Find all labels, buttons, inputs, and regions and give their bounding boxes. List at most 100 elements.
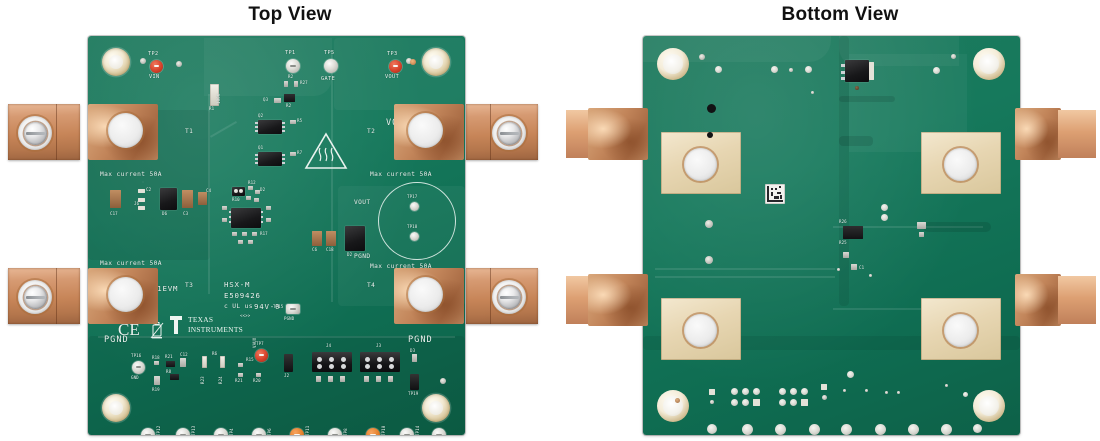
- trace: [833, 226, 983, 228]
- control-section-plane: [88, 336, 465, 435]
- ic-lead: [255, 126, 258, 128]
- via: [885, 391, 888, 394]
- terminal-screw-t4[interactable]: [498, 286, 521, 309]
- datamatrix-label: [765, 184, 785, 204]
- test-point-tp14[interactable]: [400, 428, 414, 435]
- silk-max-current-1: Max current 50A: [100, 171, 162, 178]
- test-point-tp13[interactable]: [176, 428, 190, 435]
- silk-ref-tp4: TP4: [229, 428, 234, 435]
- silk-manufacturer-code: HSX-M: [224, 280, 251, 289]
- silk-ref-r20: R21: [235, 378, 243, 383]
- busbar-tab-bl2: [566, 276, 590, 324]
- silk-label-tp2: VIN: [149, 74, 160, 80]
- test-point-tp6[interactable]: [252, 428, 266, 435]
- silk-max-current-4: Max current 50A: [370, 263, 432, 270]
- component-chip: [328, 376, 333, 382]
- plated-through-hole: [908, 424, 919, 435]
- silk-ref-d2b: D2: [347, 252, 353, 257]
- header-pin: [377, 364, 382, 369]
- silk-label-pgnd-left: PGND: [104, 335, 129, 345]
- plated-hole: [801, 388, 808, 395]
- component-chip: [166, 361, 175, 367]
- component-r2: [284, 94, 295, 102]
- plated-hole: [742, 399, 749, 406]
- busbar-tab-br2: [1058, 276, 1096, 324]
- test-point-tp2[interactable]: [150, 60, 163, 73]
- connector-j4[interactable]: [312, 352, 352, 372]
- component-chip: [290, 152, 296, 156]
- test-point-tp11[interactable]: [290, 428, 304, 435]
- connector-j1[interactable]: [410, 374, 419, 390]
- terminal-screw-t1[interactable]: [24, 122, 47, 145]
- test-point-tp7[interactable]: [255, 349, 268, 362]
- silk-label-pgnd-right: PGND: [408, 335, 433, 345]
- plated-hole: [881, 214, 888, 221]
- header-pin: [329, 357, 334, 362]
- silk-ref-tp15: TP15: [273, 304, 284, 309]
- silk-ref-tp6: TP6: [267, 428, 272, 435]
- mounting-hole: [102, 394, 130, 422]
- connector-j2[interactable]: [284, 354, 293, 372]
- ic-lead: [255, 162, 258, 164]
- terminal-pad: [944, 314, 977, 347]
- test-point-tp17[interactable]: [410, 202, 419, 211]
- test-point-tp8[interactable]: [328, 428, 342, 435]
- terminal-screw-t2[interactable]: [498, 122, 521, 145]
- trace: [331, 52, 333, 302]
- test-point-tp4[interactable]: [214, 428, 228, 435]
- silk-rohs-mark: <<>>: [240, 313, 251, 318]
- terminal-pad: [684, 148, 717, 181]
- ti-logo-icon: [168, 315, 184, 340]
- silk-ref-r25: R25: [839, 240, 847, 245]
- test-point-tp10[interactable]: [366, 428, 380, 435]
- silk-ref-r29: D3: [410, 348, 416, 353]
- test-point-tp16[interactable]: [132, 361, 145, 374]
- component-chip: [154, 361, 159, 365]
- silk-ref-r15: R15: [246, 357, 254, 362]
- plated-hole: [881, 204, 888, 211]
- silk-ref-tp3: TP3: [387, 51, 398, 57]
- terminal-screw-t3[interactable]: [24, 286, 47, 309]
- test-point-tp15[interactable]: [286, 304, 300, 314]
- test-point-tp1[interactable]: [286, 59, 300, 73]
- test-point-tp3[interactable]: [389, 60, 402, 73]
- silk-max-current-2: Max current 50A: [100, 260, 162, 267]
- silk-ref-tp5: TP5: [324, 50, 335, 56]
- silk-label-tp16: GND: [131, 375, 139, 380]
- silk-ref-tp16: TP16: [131, 353, 142, 358]
- component-chip: [254, 198, 259, 202]
- test-point-tp12[interactable]: [141, 428, 155, 435]
- component-pin: [239, 189, 243, 193]
- silk-ul-file: E509426: [224, 291, 261, 300]
- component-pad: [138, 189, 145, 193]
- silk-ref-t3: T3: [185, 282, 194, 289]
- silk-ref-r8: R8: [166, 369, 172, 374]
- test-point-tp9[interactable]: [432, 428, 446, 435]
- silk-ref-j3: J3: [376, 343, 382, 348]
- connector-j3[interactable]: [360, 352, 400, 372]
- silk-ref-tp11: TP11: [305, 425, 310, 435]
- silk-ref-r18: R19: [152, 387, 160, 392]
- plated-hole: [779, 399, 786, 406]
- component-c12: [180, 358, 186, 367]
- silk-ref-tp13: TP13: [191, 425, 196, 435]
- plated-through-hole: [775, 424, 786, 435]
- component-chip: [238, 363, 243, 367]
- silk-ref-tp10: TP10: [381, 425, 386, 435]
- test-point-tp18[interactable]: [410, 232, 419, 241]
- component-chip: [222, 206, 227, 210]
- ic-lead: [255, 154, 258, 156]
- via: [705, 220, 713, 228]
- terminal-solder-bl2: [588, 274, 648, 326]
- terminal-pad-t3: [108, 277, 143, 312]
- ground-split: [839, 36, 849, 306]
- ic-lead: [261, 211, 263, 213]
- component-chip: [232, 232, 237, 236]
- component-chip: [246, 196, 251, 200]
- trace: [210, 121, 237, 138]
- test-point-tp5[interactable]: [324, 59, 338, 73]
- ic-lead: [282, 130, 285, 132]
- trace: [839, 136, 873, 146]
- mounting-hole: [422, 394, 450, 422]
